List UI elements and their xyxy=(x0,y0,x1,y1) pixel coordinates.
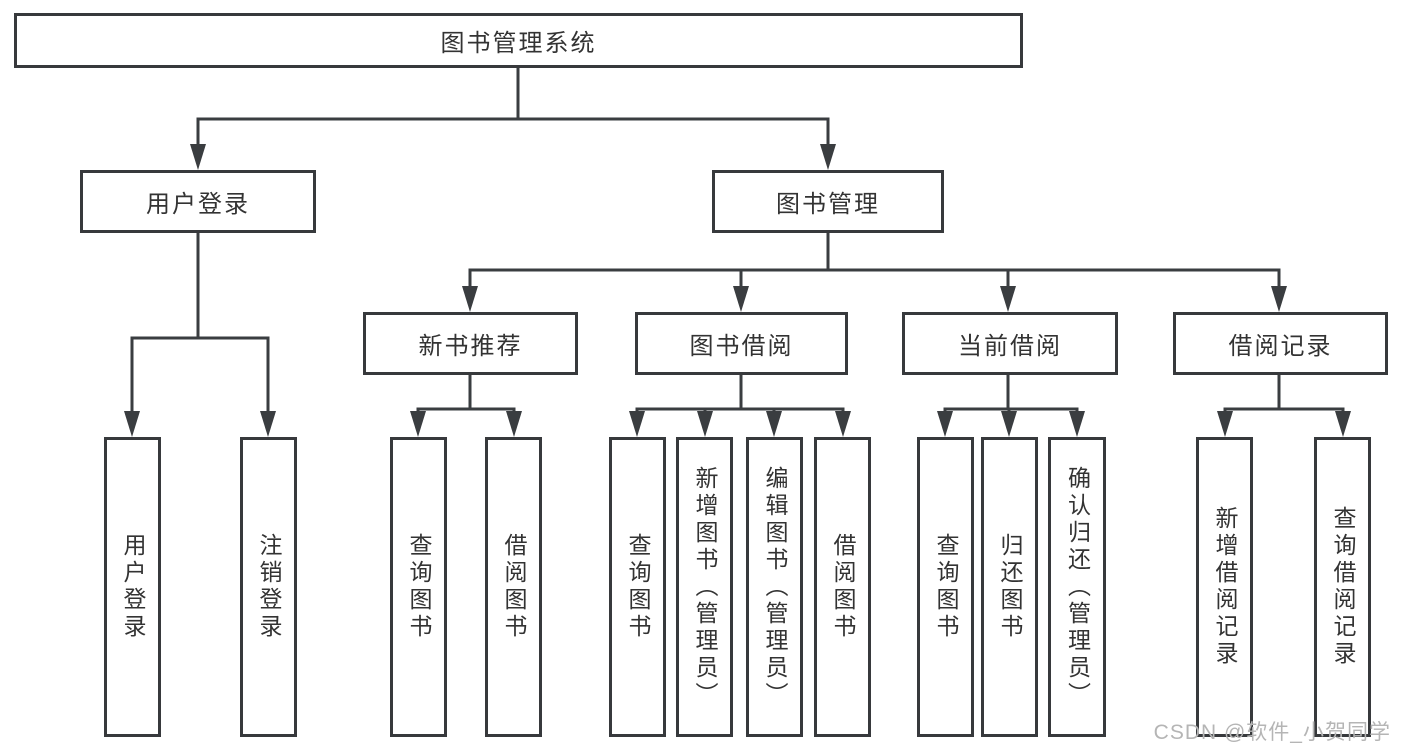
node-current-borrowing-label: 当前借阅 xyxy=(958,333,1062,360)
leaf-add-books-admin: 新增图书（管理员） xyxy=(676,437,733,737)
arrowhead xyxy=(629,411,645,437)
node-book-borrowing-label: 图书借阅 xyxy=(689,333,794,360)
leaf-query-borrow-record-label: 查询借阅记录 xyxy=(1330,506,1356,668)
arrowhead xyxy=(462,286,478,312)
leaf-return-books: 归还图书 xyxy=(981,437,1038,737)
arrowhead xyxy=(733,286,749,312)
arrowhead xyxy=(766,411,782,437)
leaf-confirm-return-admin: 确认归还（管理员） xyxy=(1048,437,1106,737)
arrowhead xyxy=(1217,411,1233,437)
arrowhead xyxy=(835,411,851,437)
node-root: 图书管理系统 xyxy=(14,13,1023,68)
leaf-query-books-3: 查询图书 xyxy=(917,437,974,737)
arrowhead xyxy=(190,144,206,170)
leaf-add-books-admin-label: 新增图书（管理员） xyxy=(692,465,718,709)
leaf-edit-books-admin: 编辑图书（管理员） xyxy=(746,437,803,737)
leaf-query-books-1-label: 查询图书 xyxy=(406,533,432,641)
leaf-logout-label: 注销登录 xyxy=(256,533,282,641)
leaf-borrow-books-1: 借阅图书 xyxy=(485,437,542,737)
arrowhead xyxy=(506,411,522,437)
node-book-borrowing: 图书借阅 xyxy=(635,312,848,375)
arrowheads xyxy=(124,144,1351,437)
node-new-book-recommend-label: 新书推荐 xyxy=(418,333,523,360)
csdn-watermark: CSDN @软件_小贺同学 xyxy=(1153,721,1391,744)
arrowhead xyxy=(1335,411,1351,437)
leaf-borrow-books-2-label: 借阅图书 xyxy=(830,533,856,641)
node-new-book-recommend: 新书推荐 xyxy=(363,312,578,375)
node-borrowing-records-label: 借阅记录 xyxy=(1228,333,1333,360)
node-user-login: 用户登录 xyxy=(80,170,316,233)
node-current-borrowing: 当前借阅 xyxy=(902,312,1118,375)
node-root-label: 图书管理系统 xyxy=(440,30,597,57)
connector-lines xyxy=(130,66,1345,418)
arrowhead xyxy=(124,411,140,437)
node-user-login-label: 用户登录 xyxy=(146,191,250,218)
leaf-borrow-books-1-label: 借阅图书 xyxy=(501,533,527,641)
leaf-add-borrow-record: 新增借阅记录 xyxy=(1196,437,1253,737)
leaf-user-login-label: 用户登录 xyxy=(120,533,146,641)
leaf-add-borrow-record-label: 新增借阅记录 xyxy=(1212,506,1238,668)
node-borrowing-records: 借阅记录 xyxy=(1173,312,1388,375)
leaf-edit-books-admin-label: 编辑图书（管理员） xyxy=(762,465,788,709)
arrowhead xyxy=(1000,286,1016,312)
leaf-logout: 注销登录 xyxy=(240,437,297,737)
leaf-confirm-return-admin-label: 确认归还（管理员） xyxy=(1064,465,1091,709)
leaf-query-books-2-label: 查询图书 xyxy=(625,533,651,641)
leaf-user-login: 用户登录 xyxy=(104,437,161,737)
node-book-management-label: 图书管理 xyxy=(776,191,880,218)
arrowhead xyxy=(410,411,426,437)
leaf-query-books-3-label: 查询图书 xyxy=(933,533,959,641)
arrowhead xyxy=(937,411,953,437)
leaf-query-books-1: 查询图书 xyxy=(390,437,447,737)
leaf-borrow-books-2: 借阅图书 xyxy=(814,437,871,737)
arrowhead xyxy=(697,411,713,437)
leaf-query-books-2: 查询图书 xyxy=(609,437,666,737)
leaf-query-borrow-record: 查询借阅记录 xyxy=(1314,437,1371,737)
arrowhead xyxy=(1069,411,1085,437)
arrowhead xyxy=(1001,411,1017,437)
leaf-return-books-label: 归还图书 xyxy=(997,533,1023,641)
arrowhead xyxy=(820,144,836,170)
arrowhead xyxy=(260,411,276,437)
node-book-management: 图书管理 xyxy=(712,170,944,233)
arrowhead xyxy=(1271,286,1287,312)
